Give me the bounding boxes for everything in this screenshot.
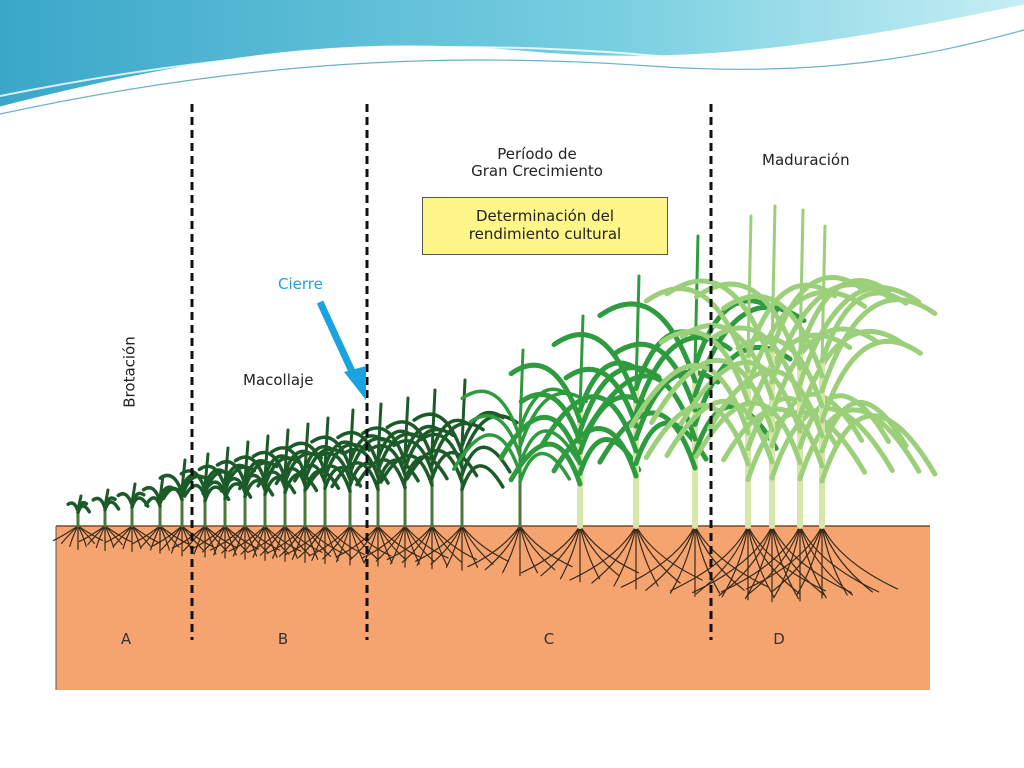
phase-label-cierre: Cierre	[278, 275, 323, 293]
sugarcane-plant	[330, 402, 426, 567]
sugarcane-plant	[706, 224, 938, 599]
sugarcane-plant	[452, 348, 588, 577]
stage-letter-a: A	[120, 630, 132, 648]
cierre-arrow	[316, 300, 366, 400]
sugarcane-plant	[583, 234, 807, 597]
yield-determination-box: Determinación del rendimiento cultural	[422, 197, 668, 255]
periodo-line-1: Período de	[497, 145, 577, 163]
header-wave	[0, 0, 1024, 115]
phase-label-brotacion: Brotación	[120, 336, 139, 408]
sugarcane-plant	[52, 494, 104, 550]
periodo-line-2: Gran Crecimiento	[471, 162, 603, 181]
stage-letter-d: D	[773, 630, 785, 648]
yield-box-line-1: Determinación del	[475, 207, 615, 225]
phase-label-periodo: Período de Gran Crecimiento	[471, 145, 603, 181]
stage-dividers	[190, 104, 713, 640]
sugarcane-plants	[52, 204, 938, 603]
stage-letter-b: B	[277, 630, 289, 648]
sugarcane-plant	[78, 488, 132, 552]
sugarcane-plant	[104, 482, 160, 553]
soil-band	[56, 526, 930, 690]
yield-box-line-2: rendimiento cultural	[468, 225, 622, 243]
phase-label-macollaje: Macollaje	[243, 371, 314, 389]
phase-label-maduracion: Maduración	[762, 151, 850, 169]
sugarcane-plant	[405, 378, 519, 571]
stage-letter-c: C	[543, 630, 555, 648]
